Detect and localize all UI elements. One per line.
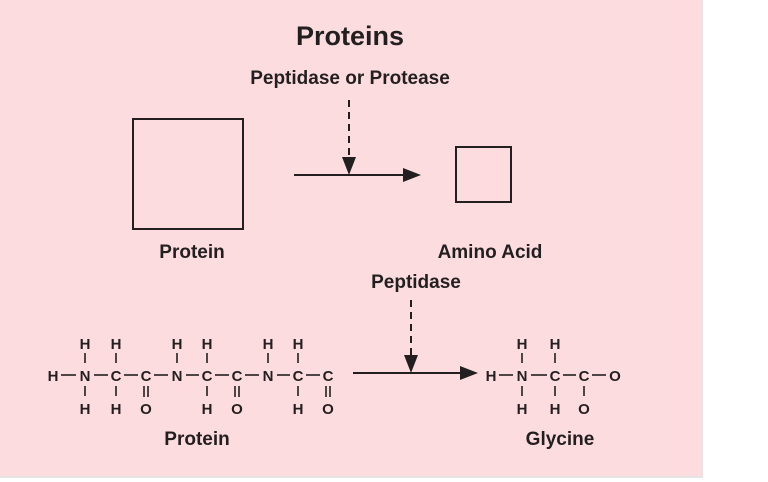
reaction-arrow-bottom: [353, 366, 478, 380]
atom: H: [172, 336, 183, 353]
protein-structure: H H H H H H H N C C N C C N C C: [48, 336, 335, 418]
atom: O: [322, 401, 334, 418]
enzyme-arrow-bottom: [404, 300, 418, 373]
down-arrowhead-bottom: [404, 355, 418, 373]
atom: H: [293, 336, 304, 353]
atom: H: [293, 401, 304, 418]
right-arrowhead-top: [403, 168, 421, 182]
atom: N: [172, 368, 183, 385]
atom: C: [579, 368, 590, 385]
amino-acid-square: [455, 146, 512, 203]
atom: H: [202, 401, 213, 418]
atom: H: [486, 368, 497, 385]
atom: C: [202, 368, 213, 385]
atom: H: [80, 401, 91, 418]
down-arrowhead-top: [342, 157, 356, 175]
atom: H: [111, 336, 122, 353]
glycine-label: Glycine: [526, 429, 595, 450]
atom: O: [578, 401, 590, 418]
atom: O: [609, 368, 621, 385]
atom: N: [80, 368, 91, 385]
atom: O: [140, 401, 152, 418]
enzyme-label-top: Peptidase or Protease: [250, 68, 450, 89]
atom: H: [517, 401, 528, 418]
diagram-title: Proteins: [296, 21, 404, 51]
atom: H: [80, 336, 91, 353]
atom: C: [550, 368, 561, 385]
atom: H: [550, 336, 561, 353]
atom: H: [202, 336, 213, 353]
protein-label-top: Protein: [159, 242, 224, 263]
atom: H: [48, 368, 59, 385]
atom: H: [111, 401, 122, 418]
atom: N: [517, 368, 528, 385]
atom: C: [232, 368, 243, 385]
reaction-arrow-top: [294, 168, 421, 182]
enzyme-arrow-top: [342, 100, 356, 175]
right-arrowhead-bottom: [460, 366, 478, 380]
atom: C: [323, 368, 334, 385]
amino-acid-label: Amino Acid: [438, 242, 543, 263]
atom: C: [111, 368, 122, 385]
atom: C: [141, 368, 152, 385]
atom: H: [263, 336, 274, 353]
protein-label-bottom: Protein: [164, 429, 229, 450]
diagram-panel: [0, 0, 703, 478]
enzyme-label-bottom: Peptidase: [371, 272, 461, 293]
glycine-structure: H H H N C C O H H O: [486, 336, 622, 418]
atom: N: [263, 368, 274, 385]
atom: C: [293, 368, 304, 385]
protein-square: [132, 118, 244, 230]
atom: H: [517, 336, 528, 353]
atom: H: [550, 401, 561, 418]
atom: O: [231, 401, 243, 418]
